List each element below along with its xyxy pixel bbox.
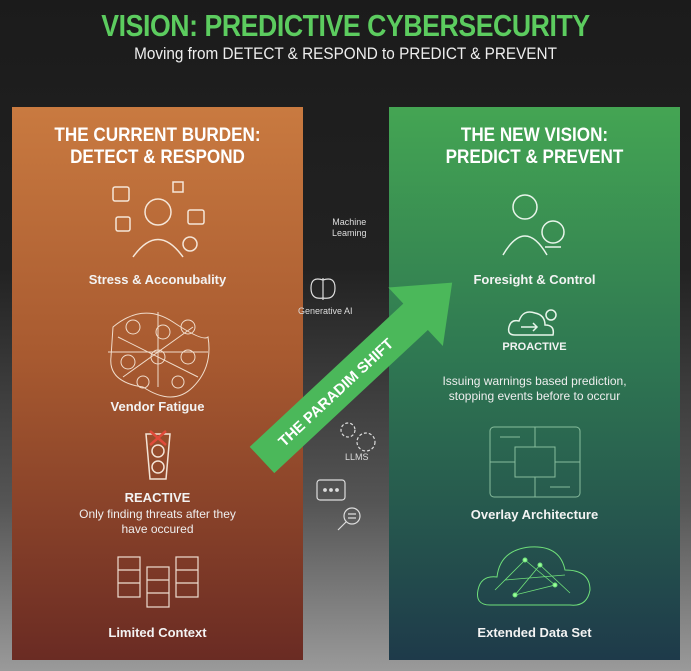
item-description: Issuing warnings based prediction,stoppi…: [442, 374, 627, 403]
generative-ai-label: Generative AI: [298, 306, 353, 316]
item-label: REACTIVE: [124, 490, 191, 505]
item-label: Limited Context: [108, 625, 207, 640]
panel-heading: THE CURRENT BURDEN:DETECT & RESPOND: [54, 125, 261, 168]
circuit-board-icon: [489, 426, 580, 498]
chat-search-icon: [316, 479, 361, 531]
item-label: PROACTIVE: [502, 341, 567, 353]
person-crystal-ball-icon: [501, 194, 565, 256]
item-label: Vendor Fatigue: [110, 399, 205, 414]
stressed-person-icon: [111, 181, 205, 258]
cloud-sun-icon: [507, 309, 557, 336]
gears-icon: [340, 422, 376, 452]
panel-heading: THE NEW VISION:PREDICT & PREVENT: [445, 125, 624, 168]
current-burden-panel: THE CURRENT BURDEN:DETECT & RESPOND Stre…: [12, 107, 303, 660]
item-label: Stress & Acconubality: [88, 272, 227, 287]
llms-label: LLMS: [345, 452, 369, 462]
item-label: Extended Data Set: [477, 625, 592, 640]
new-vision-panel: THE NEW VISION:PREDICT & PREVENT Foresig…: [389, 107, 680, 660]
network-cloud-icon: [476, 546, 591, 606]
server-stack-icon: [116, 556, 199, 608]
page-title: VISION: PREDICTIVE CYBERSECURITY: [101, 8, 590, 43]
brain-icon: [310, 278, 336, 300]
tangled-network-icon: [107, 312, 209, 398]
item-label: Foresight & Control: [473, 272, 596, 287]
arrow-label: THE PARADIM SHIFT: [275, 335, 397, 450]
traffic-light-icon: [144, 430, 171, 480]
item-label: Overlay Architecture: [470, 507, 599, 522]
page-subtitle: Moving from DETECT & RESPOND to PREDICT …: [134, 44, 557, 63]
